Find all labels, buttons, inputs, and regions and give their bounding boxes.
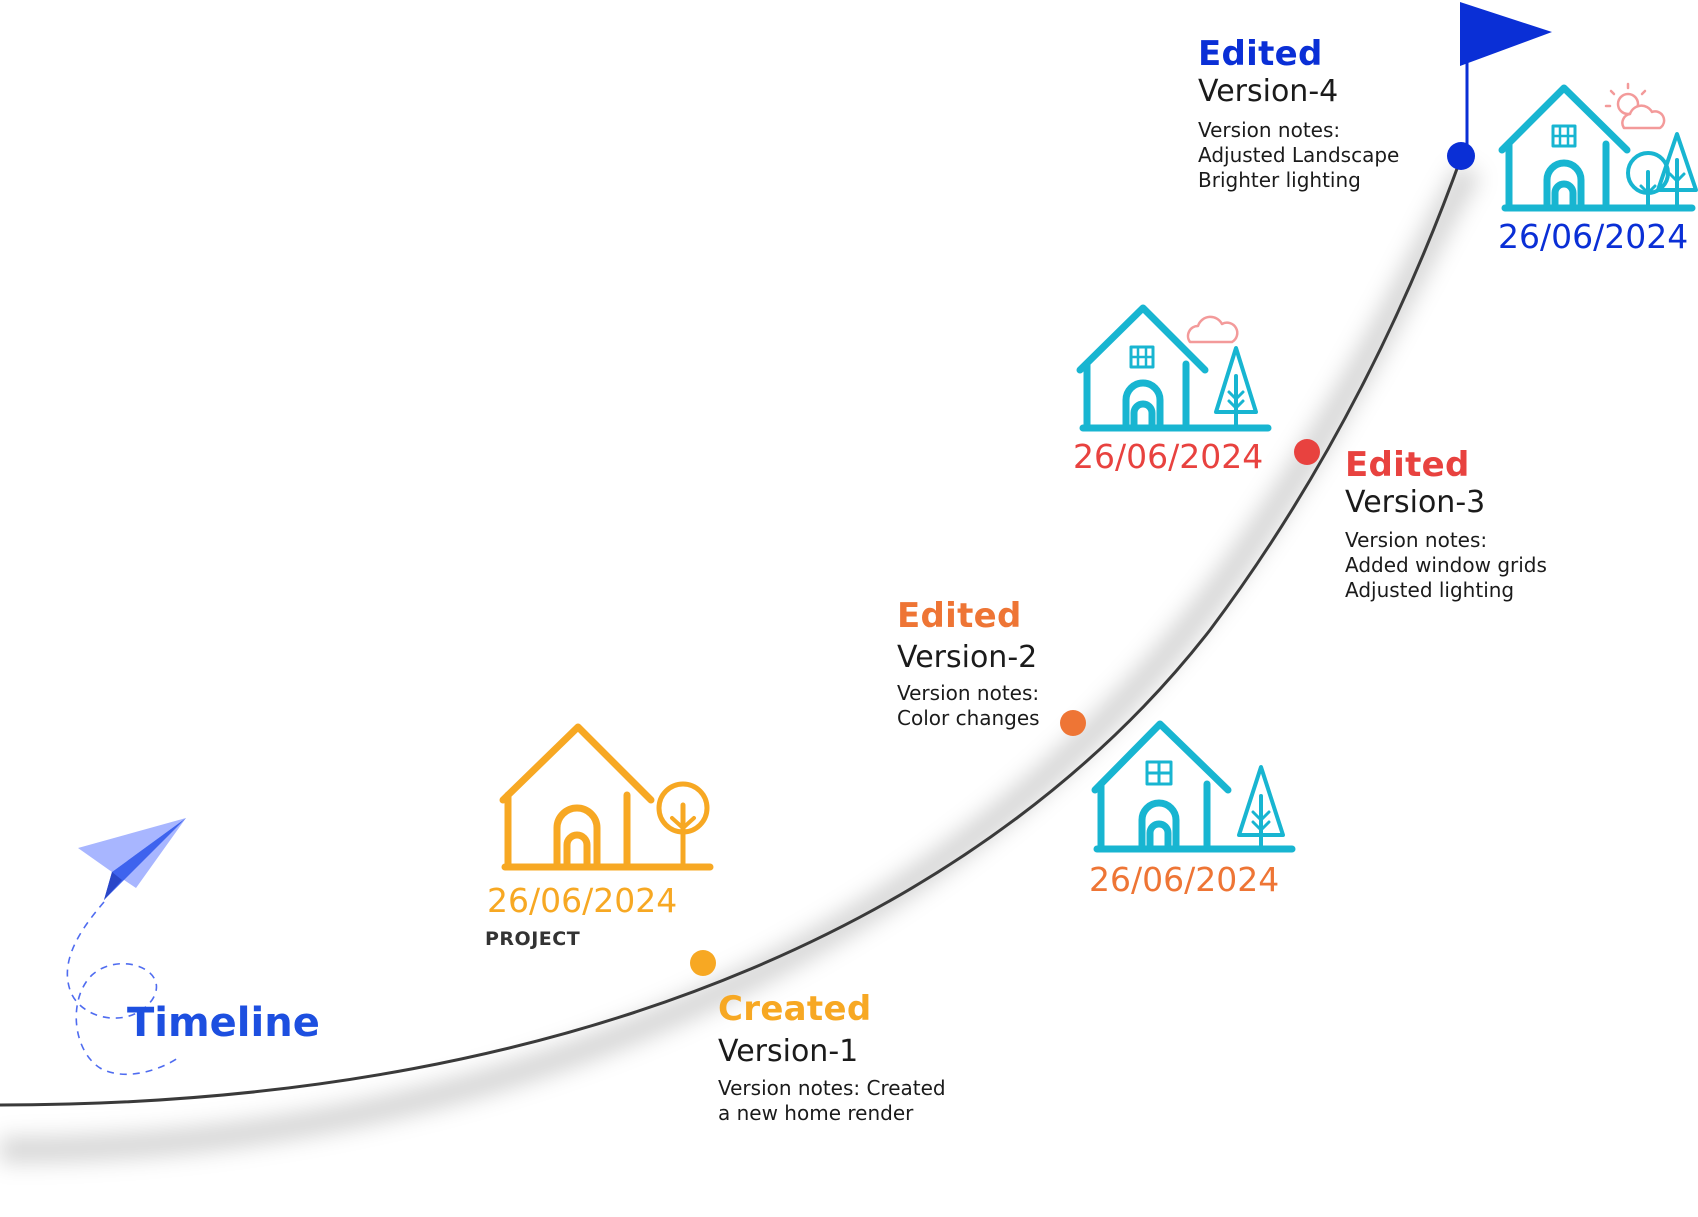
node-version-4[interactable] <box>1447 142 1475 170</box>
status-version-4: Edited <box>1198 34 1323 74</box>
node-version-1[interactable] <box>690 950 716 976</box>
notes-line: Version notes: Created <box>718 1076 946 1100</box>
house-tree-icon <box>499 723 714 871</box>
curve-shadow <box>0 162 1481 1163</box>
house-cloud-icon <box>1076 304 1272 432</box>
version-label-3: Version-3 <box>1345 485 1486 520</box>
node-version-2[interactable] <box>1060 710 1086 736</box>
date-version-3: 26/06/2024 <box>1073 437 1264 476</box>
notes-version-1: Version notes: Created a new home render <box>718 1076 946 1126</box>
notes-line: Version notes: <box>1345 528 1488 552</box>
timeline-curve <box>0 154 1464 1107</box>
house-pine-icon <box>1091 720 1296 853</box>
date-version-1: 26/06/2024 <box>487 881 678 920</box>
status-version-3: Edited <box>1345 445 1470 485</box>
notes-version-3: Version notes: Added window grids Adjust… <box>1345 528 1547 603</box>
notes-line: Color changes <box>897 706 1040 730</box>
status-version-1: Created <box>718 989 872 1029</box>
date-version-2: 26/06/2024 <box>1089 860 1280 899</box>
node-version-3[interactable] <box>1294 439 1320 465</box>
version-label-1: Version-1 <box>718 1034 859 1069</box>
version-label-4: Version-4 <box>1198 74 1339 109</box>
status-version-2: Edited <box>897 596 1022 636</box>
notes-version-4: Version notes: Adjusted Landscape Bright… <box>1198 118 1399 193</box>
notes-line: Adjusted lighting <box>1345 578 1515 602</box>
notes-line: Added window grids <box>1345 553 1547 577</box>
notes-version-2: Version notes: Color changes <box>897 681 1040 731</box>
notes-line: Version notes: <box>897 681 1040 705</box>
version-label-2: Version-2 <box>897 640 1038 675</box>
notes-line: a new home render <box>718 1101 914 1125</box>
notes-line: Version notes: <box>1198 118 1341 142</box>
page-title: Timeline <box>127 1000 320 1046</box>
notes-line: Adjusted Landscape <box>1198 143 1400 167</box>
project-label: PROJECT <box>485 928 581 950</box>
date-version-4: 26/06/2024 <box>1498 217 1689 256</box>
flag-icon <box>1460 2 1552 156</box>
paper-plane-icon <box>66 818 186 1076</box>
notes-line: Brighter lighting <box>1198 168 1361 192</box>
house-sun-cloud-icon <box>1498 82 1698 212</box>
